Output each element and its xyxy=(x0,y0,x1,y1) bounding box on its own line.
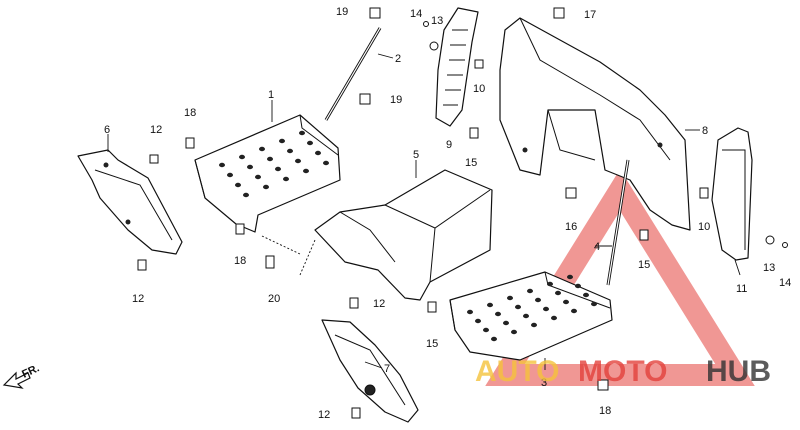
tray-hole xyxy=(219,162,225,168)
tray-hole xyxy=(575,283,581,289)
tray-hole xyxy=(515,304,521,310)
tray-hole xyxy=(507,295,513,301)
front-direction-indicator: FR. xyxy=(2,362,41,389)
tray-hole xyxy=(551,315,557,321)
part-1-tray xyxy=(194,114,341,233)
callout-15c: 15 xyxy=(426,338,438,350)
part-8-frame xyxy=(499,17,691,231)
part-3-tray xyxy=(449,271,613,361)
tray-hole xyxy=(255,174,261,180)
tray-hole xyxy=(323,160,329,166)
front-label: FR. xyxy=(20,362,41,380)
tray-hole xyxy=(567,274,573,280)
tray-hole xyxy=(299,130,305,136)
callout-10a: 10 xyxy=(473,83,485,95)
tray-hole xyxy=(475,318,481,324)
tray-hole xyxy=(591,301,597,307)
part-9-reflector xyxy=(435,7,479,127)
callout-19a: 19 xyxy=(336,6,348,18)
fasteners xyxy=(137,7,788,419)
callout-7: 7 xyxy=(384,363,390,375)
tray-hole xyxy=(503,320,509,326)
callout-3: 3 xyxy=(541,377,547,389)
tray-hole xyxy=(495,311,501,317)
tray-hole xyxy=(243,192,249,198)
callout-12c: 12 xyxy=(373,298,385,310)
leader-lines xyxy=(107,53,741,370)
callout-18a: 18 xyxy=(184,107,196,119)
tray-hole xyxy=(303,168,309,174)
tray-hole xyxy=(527,288,533,294)
callout-numbers: 1 2 3 4 5 6 7 8 9 10 10 11 12 12 12 12 1… xyxy=(104,6,791,421)
callout-14a: 14 xyxy=(410,8,422,20)
tray-hole xyxy=(295,158,301,164)
tray-hole xyxy=(283,176,289,182)
callout-6: 6 xyxy=(104,124,110,136)
tray-hole xyxy=(555,290,561,296)
tray-hole xyxy=(547,281,553,287)
callout-13b: 13 xyxy=(763,262,775,274)
callout-18c: 18 xyxy=(599,405,611,417)
watermark-part1: AUTO xyxy=(475,355,559,388)
tray-hole xyxy=(483,327,489,333)
callout-10b: 10 xyxy=(698,221,710,233)
tray-hole xyxy=(531,322,537,328)
tray-hole xyxy=(511,329,517,335)
tray-hole xyxy=(523,313,529,319)
callout-12a: 12 xyxy=(150,124,162,136)
callout-2: 2 xyxy=(395,53,401,65)
tray-hole xyxy=(275,166,281,172)
callout-8: 8 xyxy=(702,125,708,137)
callout-15b: 15 xyxy=(638,259,650,271)
callout-5: 5 xyxy=(413,149,419,161)
callout-4: 4 xyxy=(594,241,600,253)
callout-11: 11 xyxy=(736,283,747,295)
callout-1: 1 xyxy=(268,89,274,101)
callout-17: 17 xyxy=(584,9,596,21)
tray-hole xyxy=(543,306,549,312)
callout-9: 9 xyxy=(446,139,452,151)
callout-20: 20 xyxy=(268,293,280,305)
watermark-part3: HUB xyxy=(706,355,771,388)
callout-13a: 13 xyxy=(431,15,443,27)
callout-16: 16 xyxy=(565,221,577,233)
part-5-duct xyxy=(314,169,493,301)
callout-19b: 19 xyxy=(390,94,402,106)
tray-hole xyxy=(235,182,241,188)
callout-15a: 15 xyxy=(465,157,477,169)
tray-hole xyxy=(239,154,245,160)
tray-hole xyxy=(279,138,285,144)
tray-hole xyxy=(571,308,577,314)
part-7-bracket xyxy=(321,319,419,423)
callout-12d: 12 xyxy=(318,409,330,421)
tray-hole xyxy=(487,302,493,308)
tray-hole xyxy=(563,299,569,305)
tray-hole xyxy=(267,156,273,162)
tray-hole xyxy=(287,148,293,154)
part-6-bracket xyxy=(77,149,183,255)
tray-hole xyxy=(263,184,269,190)
tray-hole xyxy=(467,309,473,315)
watermark-text: AUTO MOTO HUB xyxy=(475,355,771,388)
watermark-part2: MOTO xyxy=(578,355,667,388)
tray-hole xyxy=(491,336,497,342)
tray-hole xyxy=(315,150,321,156)
tray-hole xyxy=(259,146,265,152)
callout-18b: 18 xyxy=(234,255,246,267)
tray-hole xyxy=(307,140,313,146)
callout-14b: 14 xyxy=(779,277,791,289)
tray-hole xyxy=(583,292,589,298)
tray-hole xyxy=(535,297,541,303)
tray-hole xyxy=(247,164,253,170)
part-11-reflector xyxy=(711,127,753,261)
callout-12b: 12 xyxy=(132,293,144,305)
tray-hole xyxy=(227,172,233,178)
